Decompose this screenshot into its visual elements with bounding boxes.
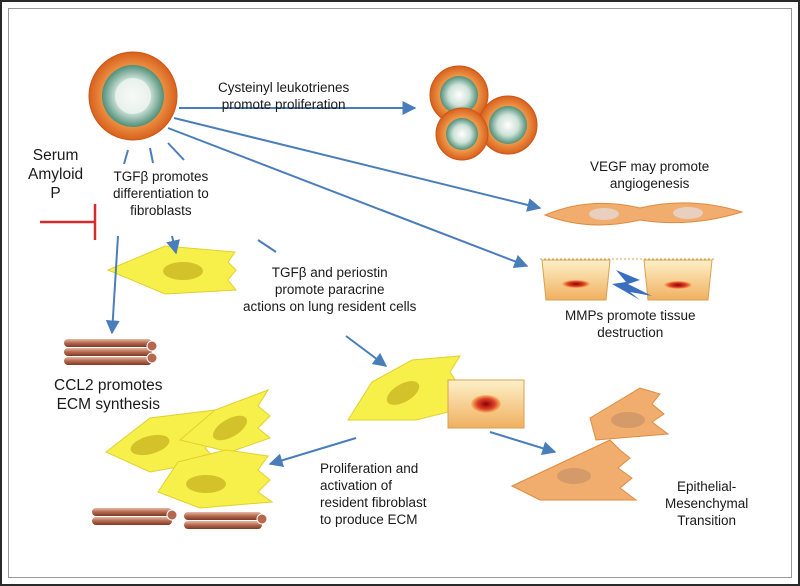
figure-inner-border xyxy=(8,8,792,578)
inhibitor-bar xyxy=(40,204,97,240)
collagen-fiber-top xyxy=(64,339,158,365)
collagen-fiber-bottom xyxy=(92,508,268,529)
label-tgfb-periostin: TGFβ and periostin promote paracrine act… xyxy=(243,265,417,314)
eosinophil-cell xyxy=(88,51,178,141)
arrow-paracrine xyxy=(345,335,388,367)
label-tgfb-differentiation: TGFβ promotes differentiation to fibrobl… xyxy=(113,169,209,218)
label-vegf: VEGF may promote angiogenesis xyxy=(590,159,710,191)
tick-1 xyxy=(123,149,129,165)
arrow-emt xyxy=(489,431,557,455)
arrows xyxy=(105,101,557,468)
arrow-to-fibroblast xyxy=(166,235,180,255)
arrow-mmps xyxy=(167,127,529,269)
fibroblast-center xyxy=(347,355,461,421)
tick-2 xyxy=(149,147,154,164)
tick-3 xyxy=(167,142,185,161)
epithelial-tissue xyxy=(540,258,714,301)
tick-paracrine xyxy=(257,239,277,253)
label-cysteinyl: Cysteinyl leukotrienes promote prolifera… xyxy=(218,80,350,112)
fibroblast-top xyxy=(106,245,237,295)
epithelial-cell xyxy=(447,379,525,429)
arrow-ccl2 xyxy=(105,235,120,335)
label-emt: Epithelial- Mesenchymal Transition xyxy=(665,479,749,528)
proliferating-cells xyxy=(429,65,538,161)
mesenchymal-cells xyxy=(510,387,670,501)
arrow-vegf xyxy=(173,117,542,212)
endothelial-cells xyxy=(543,202,744,226)
label-mmps: MMPs promote tissue destruction xyxy=(565,308,696,340)
label-serum-amyloid-p: Serum Amyloid P xyxy=(28,147,84,202)
arrow-proliferation-activation xyxy=(268,437,357,468)
label-ccl2: CCL2 promotes ECM synthesis xyxy=(54,377,163,413)
label-proliferation-activation: Proliferation and activation of resident… xyxy=(320,461,427,527)
fibroblast-cluster xyxy=(105,389,274,509)
